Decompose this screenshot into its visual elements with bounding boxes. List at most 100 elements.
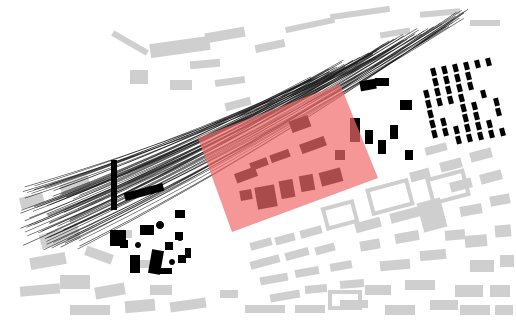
context-building — [495, 305, 513, 315]
context-courtyard-block — [328, 290, 362, 310]
site-building — [400, 100, 412, 110]
site-house — [447, 95, 454, 105]
rail-track-line — [46, 59, 344, 203]
context-building — [479, 169, 503, 185]
site-building — [359, 78, 377, 92]
site-round-element — [135, 242, 141, 248]
site-house — [452, 63, 459, 73]
site-house — [453, 125, 460, 135]
context-building — [170, 80, 192, 90]
site-house — [429, 119, 436, 129]
context-building — [340, 300, 368, 308]
site-building — [111, 160, 117, 210]
site-house — [486, 119, 493, 129]
site-building — [160, 268, 172, 274]
context-building — [424, 142, 448, 156]
site-round-element — [177, 235, 183, 241]
context-building — [130, 70, 148, 84]
context-building — [18, 192, 46, 210]
site-house — [456, 83, 463, 93]
site-house — [488, 129, 495, 139]
site-building — [120, 240, 128, 248]
site-house — [463, 61, 470, 71]
context-building — [19, 283, 61, 297]
context-building — [419, 8, 461, 18]
context-building — [269, 289, 301, 303]
context-building — [444, 229, 466, 241]
context-building — [379, 258, 411, 272]
site-house — [436, 97, 443, 107]
site-house — [443, 75, 450, 85]
site-house — [462, 113, 469, 123]
context-building — [135, 260, 153, 268]
context-building — [365, 285, 391, 295]
context-building — [220, 290, 238, 298]
context-building — [284, 16, 336, 34]
context-building — [489, 193, 511, 207]
site-house — [460, 103, 467, 113]
site-building — [165, 242, 173, 250]
rail-track-line — [34, 79, 312, 187]
context-building — [189, 58, 221, 70]
site-building — [365, 130, 373, 144]
rail-track-line — [22, 76, 336, 192]
context-building — [419, 248, 447, 262]
site-house — [425, 99, 432, 109]
highlight-area — [198, 84, 378, 232]
context-building — [295, 305, 325, 313]
context-building — [259, 272, 289, 286]
context-building — [385, 305, 415, 315]
rail-track-line — [31, 71, 330, 194]
context-building — [339, 278, 365, 290]
context-building — [430, 300, 458, 310]
site-house — [473, 111, 480, 121]
context-building — [124, 298, 156, 314]
context-building — [150, 285, 172, 295]
site-house — [475, 121, 482, 131]
site-house — [467, 81, 474, 91]
site-building — [185, 248, 191, 258]
context-building — [394, 229, 420, 245]
site-house — [455, 135, 462, 145]
site-house — [440, 117, 447, 127]
context-building — [459, 203, 483, 217]
site-house — [465, 71, 472, 81]
context-building — [464, 234, 488, 248]
context-building — [470, 260, 494, 272]
site-building — [140, 225, 154, 235]
context-building — [304, 284, 328, 294]
site-house — [430, 67, 437, 77]
context-building — [490, 285, 510, 297]
site-building — [123, 182, 165, 202]
site-house — [432, 77, 439, 87]
context-building — [214, 75, 246, 88]
context-building — [60, 275, 90, 289]
site-house — [445, 85, 452, 95]
site-building — [405, 150, 413, 160]
context-building — [254, 38, 286, 54]
context-building — [405, 280, 435, 290]
context-building — [494, 224, 512, 238]
context-building — [169, 297, 207, 313]
context-building — [149, 35, 211, 59]
site-house — [441, 65, 448, 75]
site-house — [471, 101, 478, 111]
rail-track-line — [52, 66, 335, 197]
site-house — [442, 127, 449, 137]
context-building — [416, 197, 448, 233]
site-round-element — [156, 221, 164, 229]
context-building — [389, 206, 421, 224]
site-building — [175, 210, 185, 218]
context-building — [111, 30, 149, 56]
context-building — [249, 237, 273, 251]
site-house — [466, 133, 473, 143]
site-house — [434, 87, 441, 97]
context-courtyard-block — [365, 177, 415, 217]
context-building — [284, 247, 310, 261]
site-house — [477, 131, 484, 141]
context-building — [204, 26, 246, 44]
context-building — [500, 255, 514, 267]
context-building — [460, 305, 490, 315]
context-building — [455, 285, 483, 297]
